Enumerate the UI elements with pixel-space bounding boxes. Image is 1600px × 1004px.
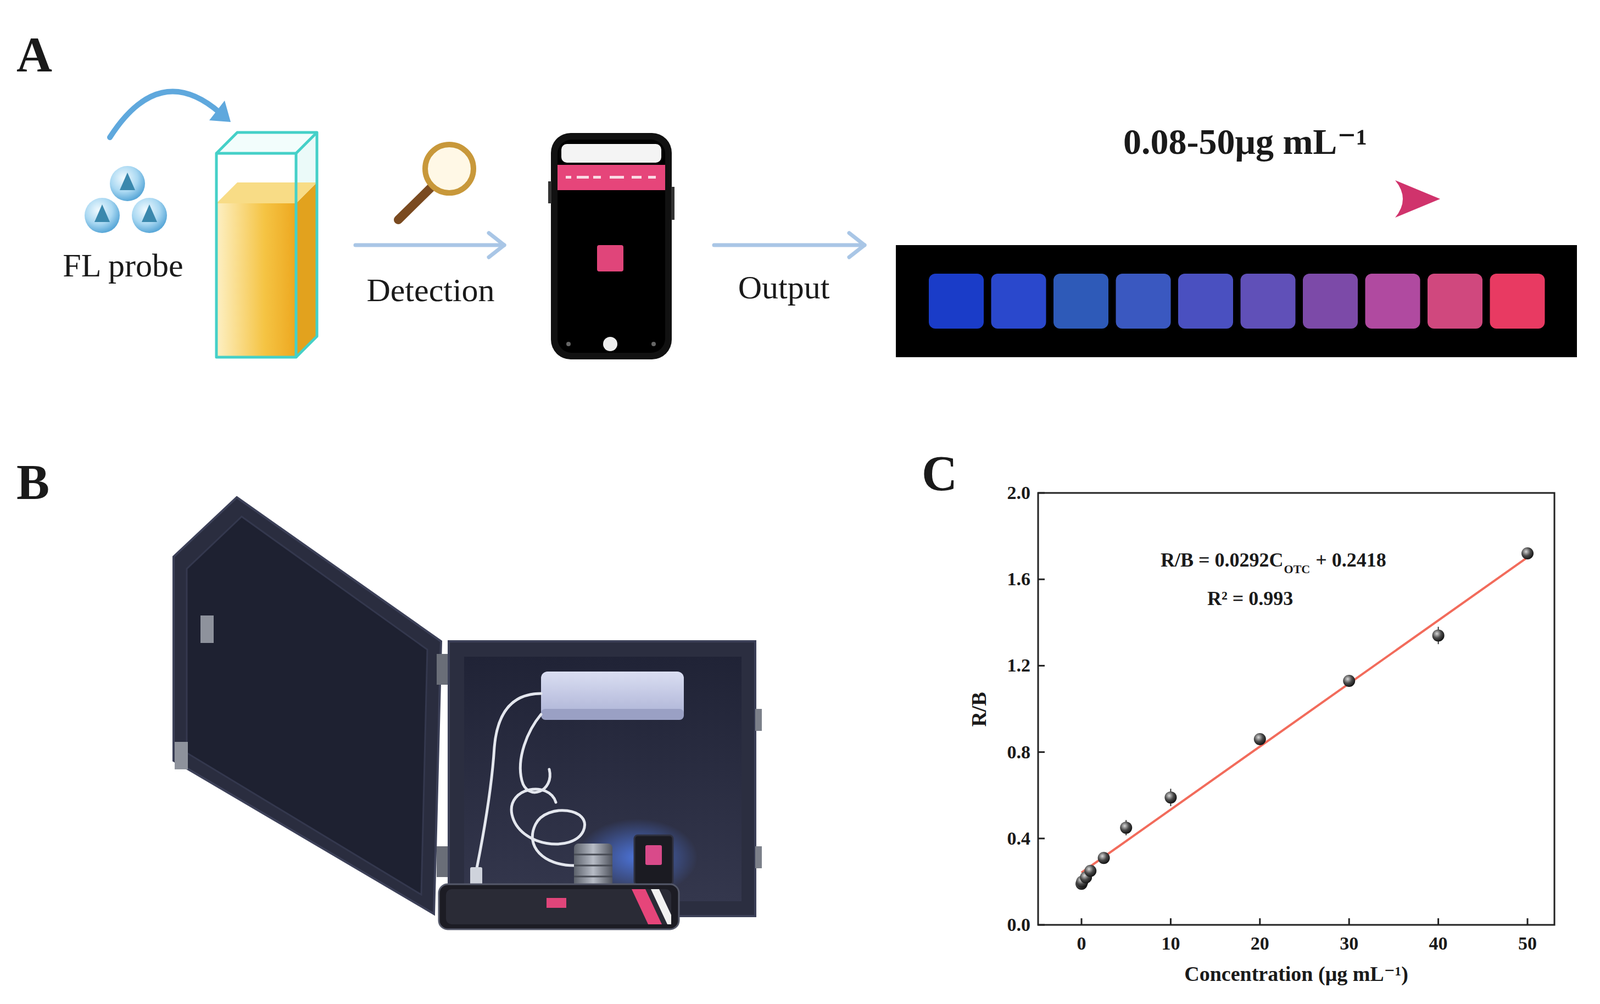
tick-mark [1038,750,1045,753]
tick-mark [1080,917,1083,925]
tick-mark [1258,917,1261,925]
data-point [1097,851,1111,864]
step-label: Detection [366,271,495,309]
detection-box [173,497,762,929]
tick-mark [1038,837,1045,839]
color-swatch [1116,273,1172,329]
tick-label: 10 [1161,932,1180,953]
color-swatch [1053,273,1109,329]
magnifier-icon [398,144,474,220]
calibration-chart [1038,492,1555,925]
color-swatch [1302,273,1358,329]
color-swatch [1365,273,1421,329]
tick-label: 20 [1250,932,1270,953]
tick-mark [1437,917,1440,925]
color-swatch [1240,273,1296,329]
tick-label: 1.6 [1007,568,1031,589]
range-label: 0.08-50μg mL⁻¹ [1123,121,1368,163]
tick-label: 40 [1429,932,1448,953]
tick-label: 30 [1339,932,1359,953]
data-point [1342,674,1356,687]
color-swatch [1490,273,1546,329]
probe-cluster [84,91,231,233]
color-swatches [928,273,1546,329]
fit-equation: + 0.2418 [1315,549,1387,572]
tick-mark [1038,923,1045,926]
tick-mark [1038,664,1045,667]
color-swatch [1178,273,1234,329]
data-point [1253,732,1267,745]
data-point [1521,547,1534,560]
data-point [1164,788,1177,806]
range-arrow [1061,180,1441,218]
plot-frame [1038,492,1555,925]
data-point [1119,819,1133,835]
color-swatch [928,273,984,329]
fit-line [1081,556,1528,873]
tick-mark [1526,917,1529,925]
tick-mark [1038,578,1045,581]
tick-mark [1038,492,1045,494]
probe-label: FL probe [62,247,183,284]
tick-label: 0.4 [1007,827,1031,849]
tick-label: 50 [1518,932,1537,953]
panel-letter: C [921,446,958,501]
panel-letter: A [16,27,53,82]
smartphone [548,132,675,360]
axis-title: R/B [967,691,991,727]
fit-equation: R/B = 0.0292C [1160,549,1284,572]
step-label: Output [738,269,830,306]
color-strip [895,244,1577,358]
color-swatch [1427,273,1483,329]
tick-label: 0.0 [1007,913,1031,935]
tick-label: 0 [1077,932,1087,953]
tick-mark [1348,917,1351,925]
panel-letter: B [16,454,50,510]
axis-title: Concentration (μg mL⁻¹) [1184,962,1409,986]
r-squared: R² = 0.993 [1207,587,1293,610]
data-point [1084,864,1097,877]
cuvette [216,132,317,358]
tick-label: 2.0 [1007,482,1031,503]
color-swatch [991,273,1047,329]
fit-equation-subscript: OTC [1284,562,1311,576]
data-point [1432,626,1445,645]
tick-label: 0.8 [1007,741,1031,762]
tick-label: 1.2 [1007,654,1031,676]
tick-mark [1169,917,1172,925]
